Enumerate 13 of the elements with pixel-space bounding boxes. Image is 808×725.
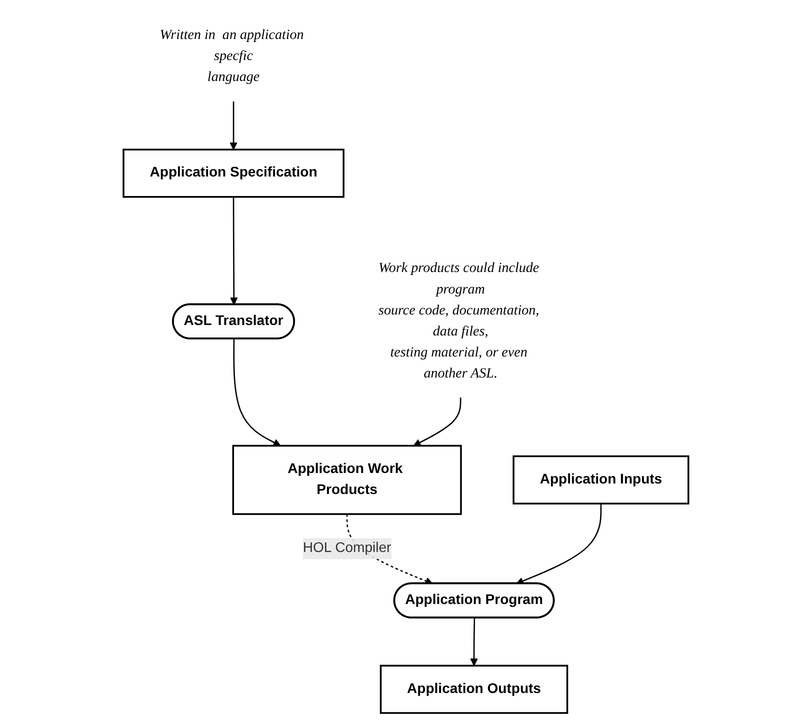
node-text: Written in an application specfic language: [160, 28, 304, 85]
node-box: Application Specification: [122, 148, 344, 198]
node-box: Application Inputs: [512, 455, 690, 504]
node-box: Application Work Products: [232, 444, 462, 515]
node-box: Application Outputs: [380, 664, 568, 714]
arrow: [413, 398, 462, 446]
arrow: [230, 101, 238, 150]
arrow: [230, 196, 238, 306]
edge-label: HOL Compiler: [302, 540, 392, 556]
node-text: Work products could include program source code, documentation, data files, testing material, or even another ASL.: [378, 260, 540, 381]
arrow: [470, 618, 478, 666]
arrow: [233, 338, 281, 446]
arrow: [516, 504, 602, 585]
